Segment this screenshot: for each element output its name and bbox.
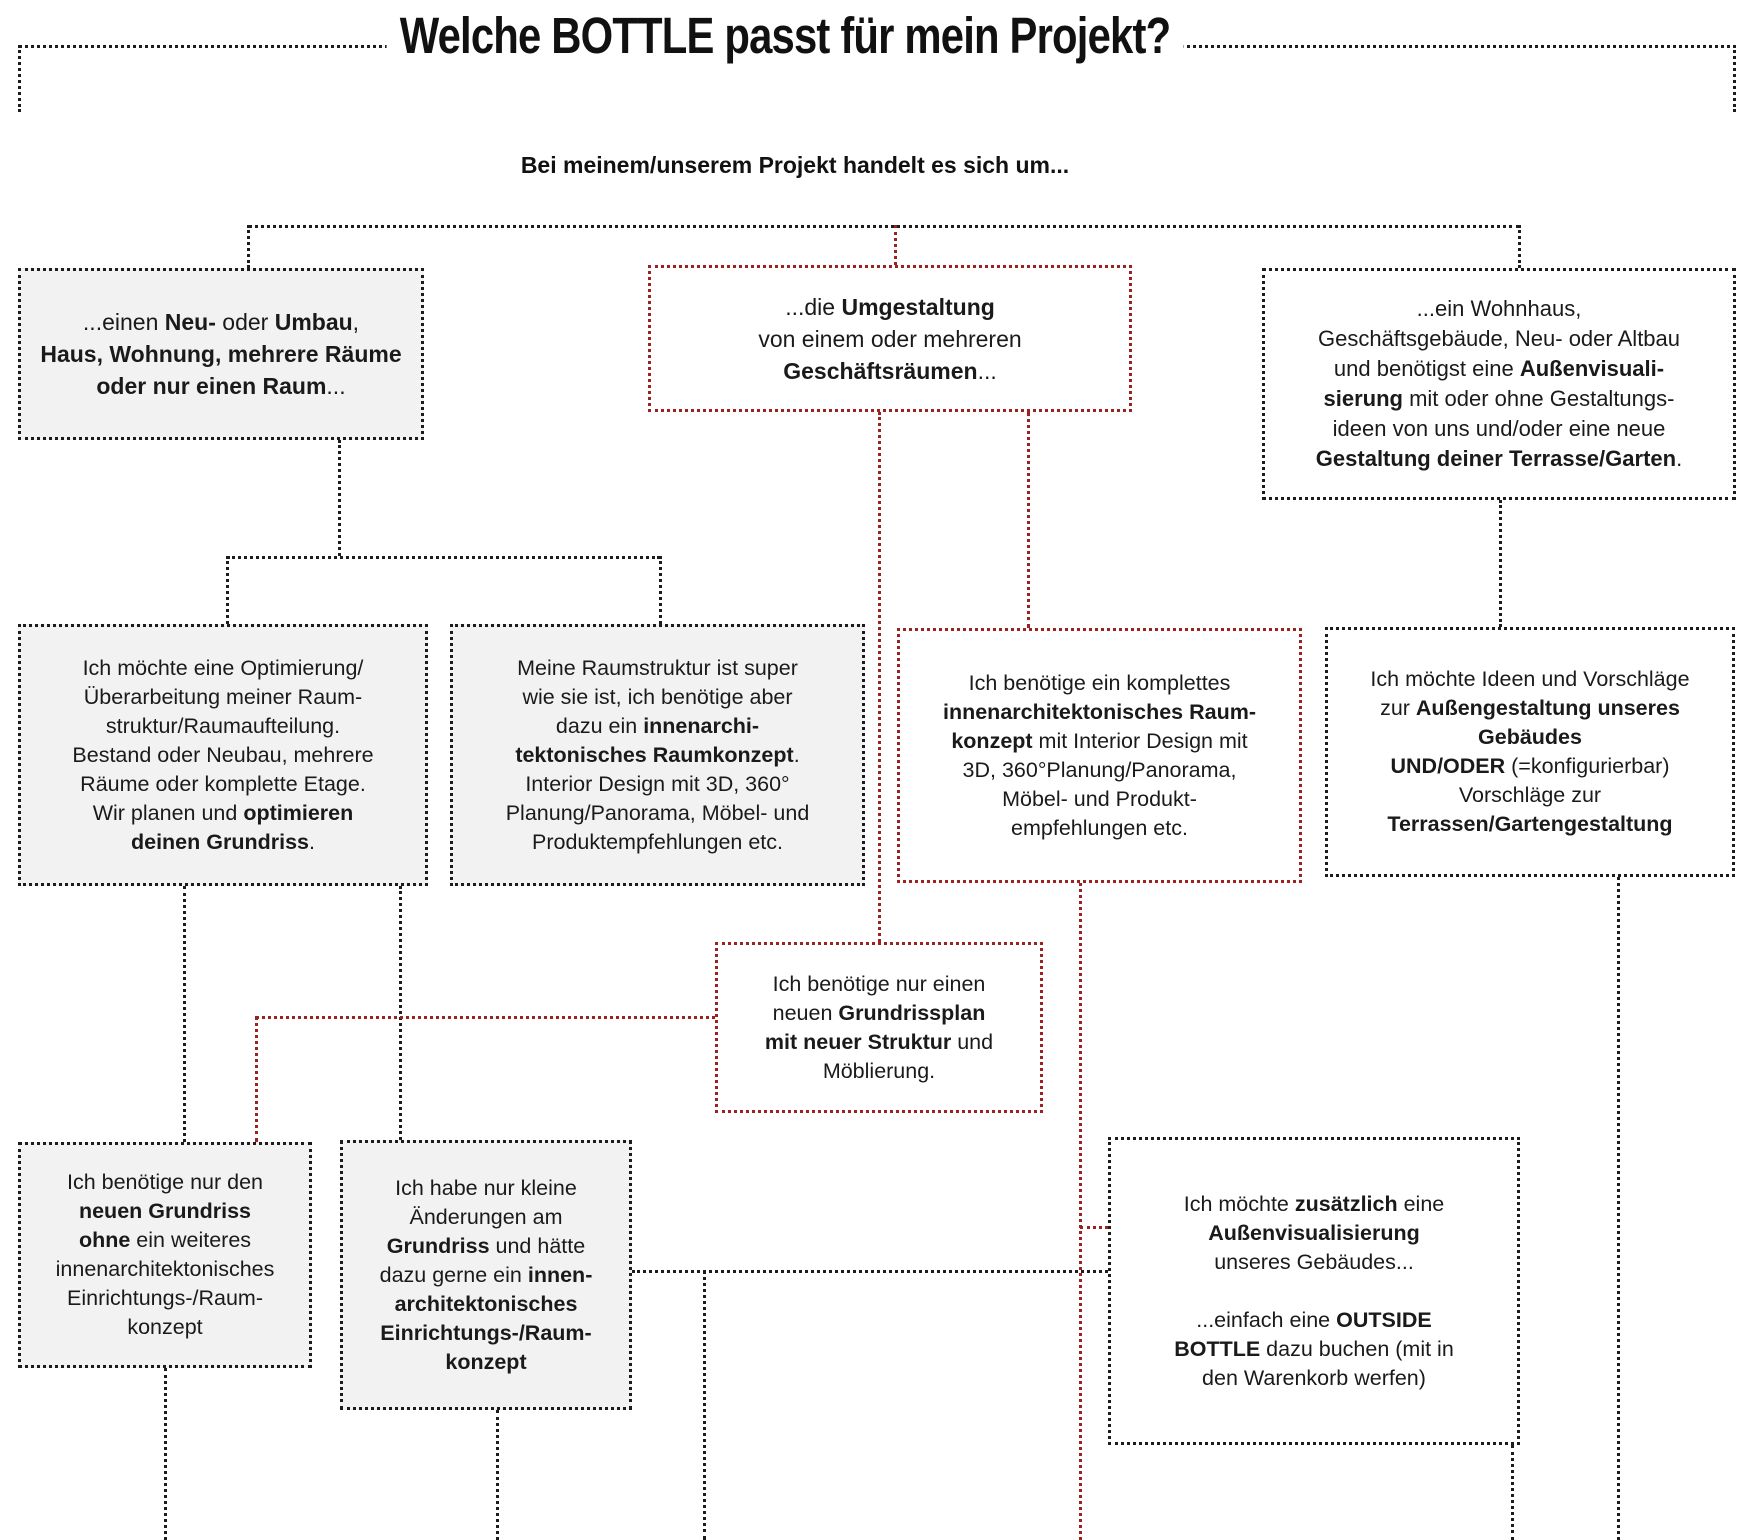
connector-komplett-outside-stub — [1080, 1226, 1108, 1229]
connector-grundriss-ohne-out — [164, 1368, 167, 1540]
connector-top-split — [248, 225, 1520, 228]
connector-grundrissplan-elbow-h — [256, 1016, 715, 1019]
connector-optimierung-grundriss-ohne — [183, 886, 186, 1142]
frame-top-left-line — [18, 45, 462, 48]
diagram-title: Welche BOTTLE passt für mein Projekt? — [386, 6, 1184, 65]
connector-grundrissplan-elbow-v — [255, 1016, 258, 1142]
connector-drop-wohnhaus — [1518, 225, 1521, 268]
node-grundriss-ohne-konzept: Ich benötige nur den neuen Grundriss ohn… — [18, 1142, 312, 1368]
connector-outside-bottle-out — [1511, 1445, 1514, 1540]
frame-top-right-line — [1110, 45, 1736, 48]
connector-drop-raumkonzept — [659, 556, 662, 624]
frame-right-stub-line — [1733, 45, 1736, 112]
node-neu-umbau: ...einen Neu- oder Umbau, Haus, Wohnung,… — [18, 268, 424, 440]
node-umgestaltung-geschaeftsraeume: ...die Umgestaltung von einem oder mehre… — [648, 265, 1132, 412]
connector-left-split — [227, 556, 660, 559]
connector-drop-optimierung — [226, 556, 229, 624]
node-aussengestaltung-ideen: Ich möchte Ideen und Vorschläge zur Auße… — [1325, 627, 1735, 877]
connector-aussengestaltung-down — [1617, 877, 1620, 1540]
node-aussenvisualisierung-wohnhaus: ...ein Wohnhaus, Geschäftsgebäude, Neu- … — [1262, 268, 1736, 500]
node-grundrissplan: Ich benötige nur einen neuen Grundrisspl… — [715, 942, 1043, 1113]
question-prompt: Bei meinem/unserem Projekt handelt es si… — [520, 152, 1070, 178]
connector-kleine-aenderungen-out — [496, 1410, 499, 1540]
node-optimierung-raumstruktur: Ich möchte eine Optimierung/ Überarbeitu… — [18, 624, 428, 886]
node-komplettes-raumkonzept: Ich benötige ein komplettes innenarchite… — [897, 628, 1302, 883]
connector-optimierung-kleine-aenderungen — [399, 886, 402, 1140]
node-raumkonzept-bestehende-struktur: Meine Raumstruktur ist super wie sie ist… — [450, 624, 865, 886]
connector-mid-down — [703, 1270, 706, 1540]
connector-drop-neubau — [247, 225, 250, 268]
connector-umgestaltung-grundrissplan — [878, 412, 881, 942]
node-outside-bottle: Ich möchte zusätzlich eine Außenvisualis… — [1108, 1137, 1520, 1445]
frame-left-stub-line — [18, 45, 21, 112]
connector-umgestaltung-komplett — [1027, 412, 1030, 628]
connector-neubau-feed — [338, 440, 341, 556]
connector-kleine-aenderungen-outside — [632, 1270, 1108, 1273]
connector-wohnhaus-aussengestaltung — [1499, 500, 1502, 627]
node-kleine-aenderungen: Ich habe nur kleine Änderungen am Grundr… — [340, 1140, 632, 1410]
connector-drop-umgestaltung — [894, 225, 897, 265]
connector-komplett-down — [1079, 883, 1082, 1540]
